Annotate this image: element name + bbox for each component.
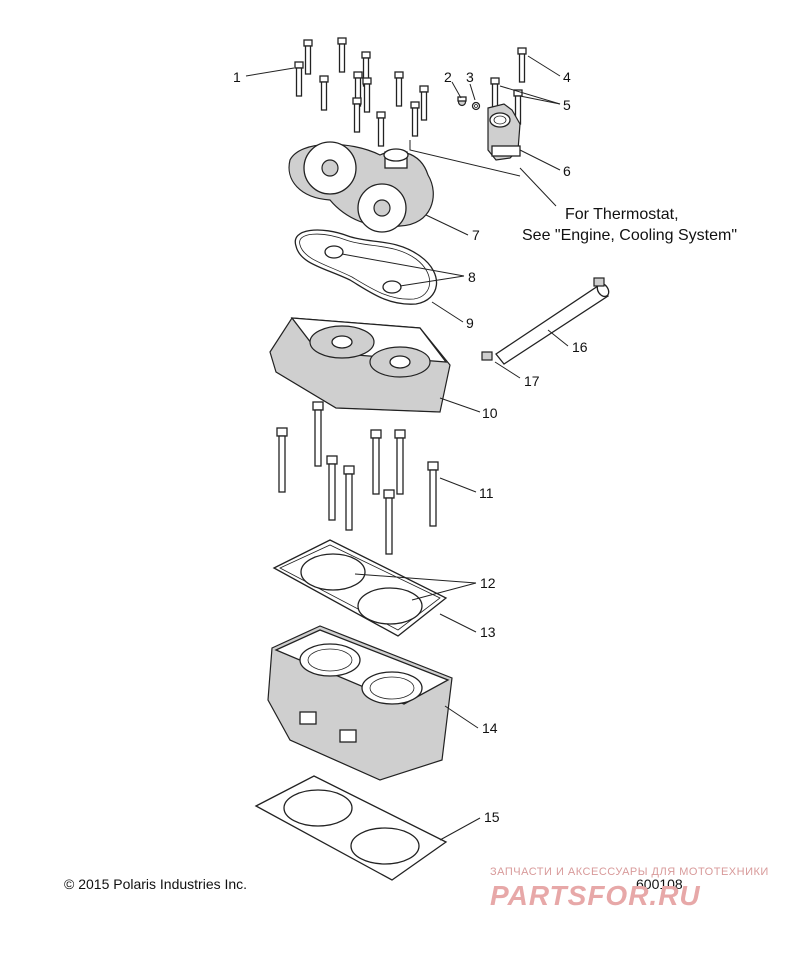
diagram-number: 600108 [636,876,683,892]
callout-14: 14 [482,720,498,736]
callout-10: 10 [482,405,498,421]
o-rings [324,245,402,294]
callout-15: 15 [484,809,500,825]
cylinder-head-bolts [276,401,439,555]
watermark-brand: PARTSFOR.RU [490,880,701,911]
callout-7: 7 [472,227,480,243]
callout-16: 16 [572,339,588,355]
coolant-hose [495,282,610,365]
head-cover-bolts [294,37,429,147]
callout-5: 5 [563,97,571,113]
callout-6: 6 [563,163,571,179]
callout-8: 8 [468,269,476,285]
callout-12: 12 [480,575,496,591]
cylinder-base-gasket [254,775,448,881]
sealing-washer [471,101,481,111]
callout-13: 13 [480,624,496,640]
copyright-text: © 2015 Polaris Industries Inc. [64,876,247,892]
thermostat-note-line2: See "Engine, Cooling System" [522,227,737,244]
cylinder-block [267,625,453,781]
callout-11: 11 [479,485,494,501]
callout-4: 4 [563,69,571,85]
callout-17: 17 [524,373,540,389]
cylinder-head [269,317,451,413]
leader-lines [245,55,569,841]
thermostat-note-line1: For Thermostat, [565,206,679,223]
callout-9: 9 [466,315,474,331]
bleed-screw [457,96,467,107]
watermark-tagline: ЗАПЧАСТИ И АКСЕССУАРЫ ДЛЯ МОТОТЕХНИКИ [490,866,769,878]
hose-clamps [481,277,605,361]
cylinder-head-cover [288,141,434,233]
callout-1: 1 [233,69,241,85]
callout-3: 3 [466,69,474,85]
thermostat-housing [487,103,521,161]
callout-2: 2 [444,69,452,85]
cylinder-head-gasket [272,539,448,637]
